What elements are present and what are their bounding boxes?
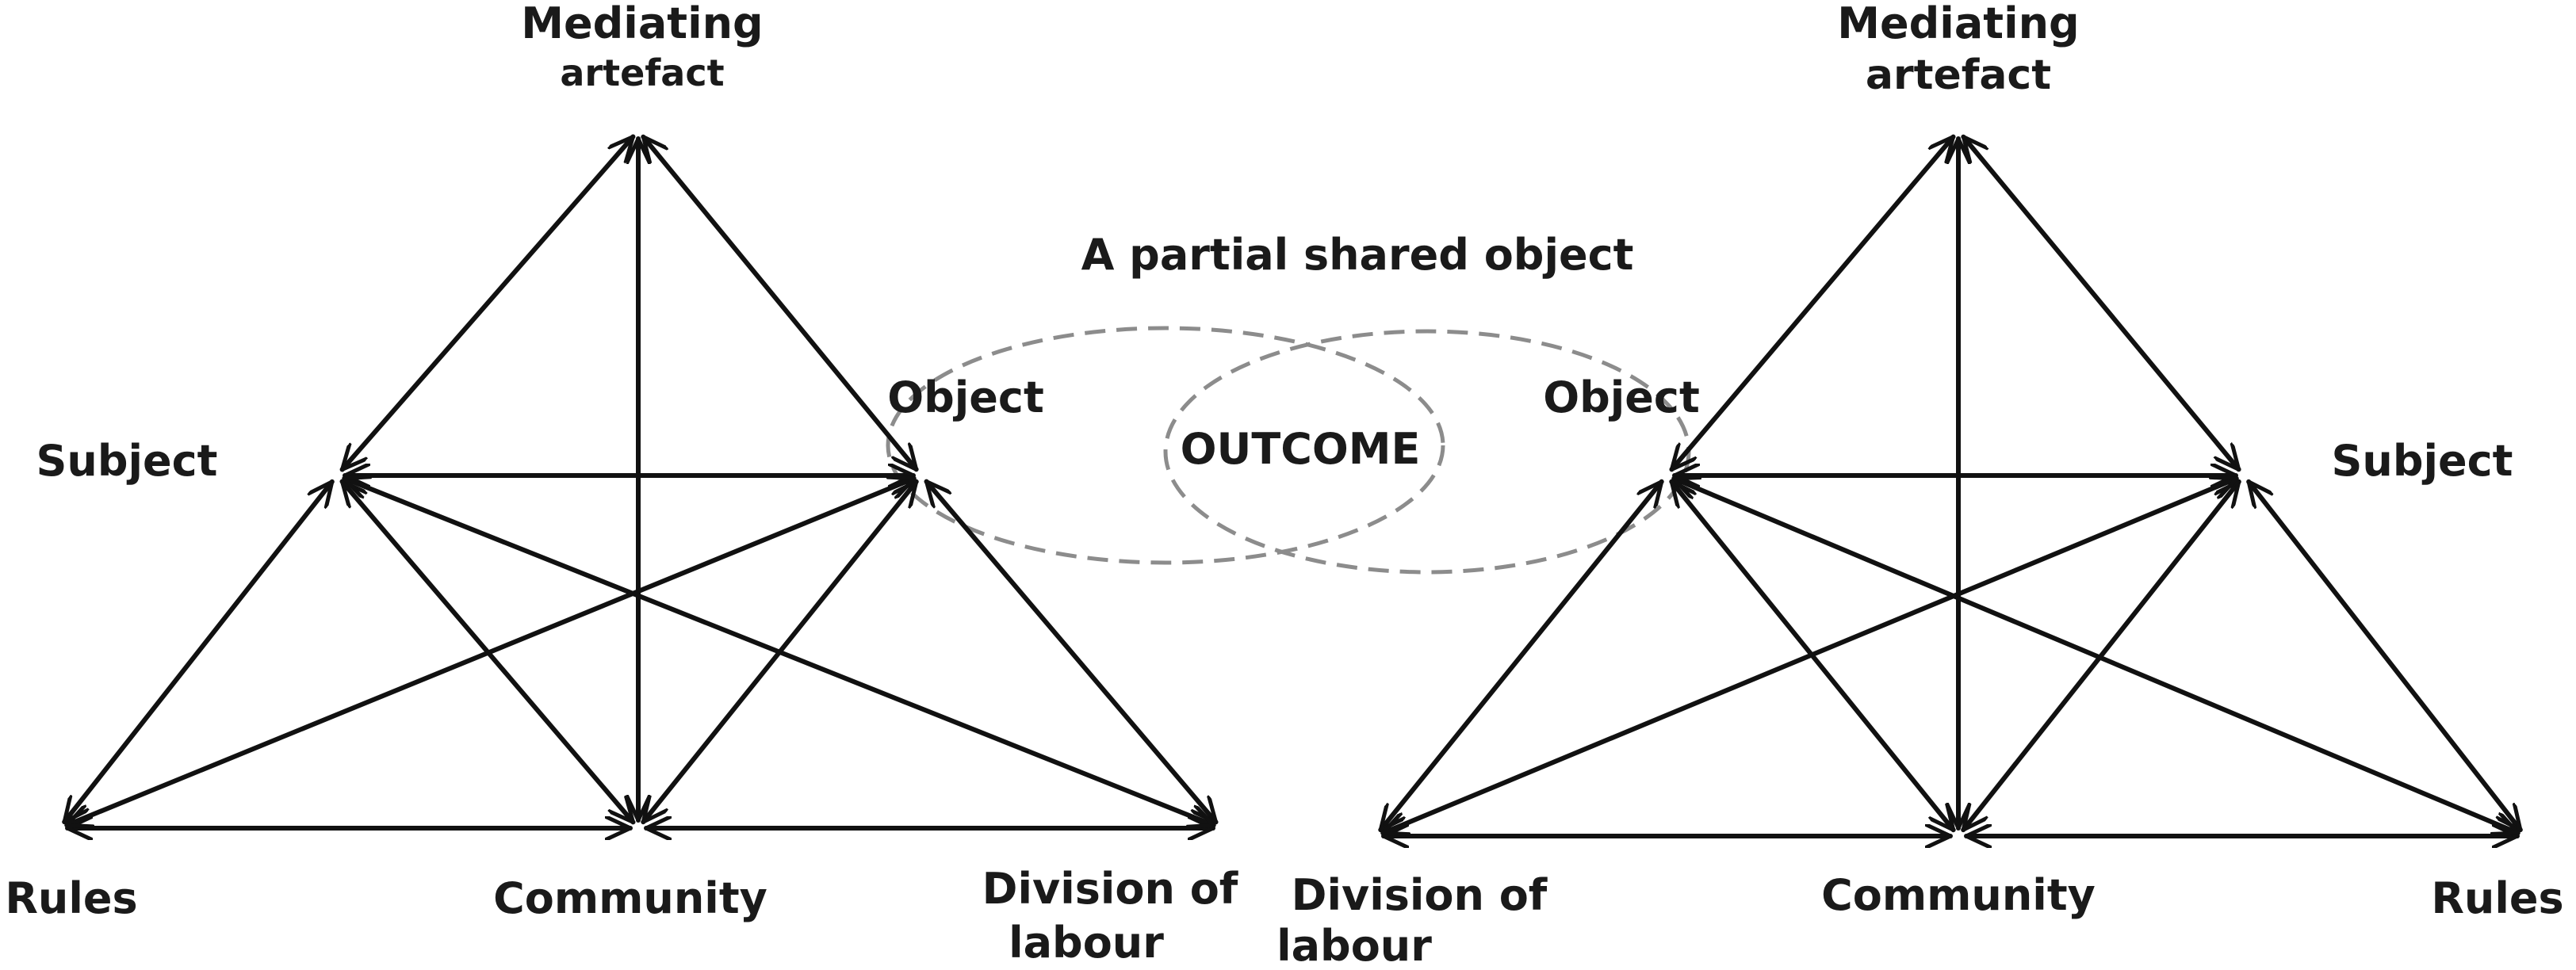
left-division-of-labour-label-line1: Division of xyxy=(982,864,1238,914)
left-edge-right-bl xyxy=(67,479,913,825)
left-edge-top-right xyxy=(643,137,916,470)
left-rules-label: Rules xyxy=(5,873,137,923)
right-division-of-labour-label-line2: labour xyxy=(1277,921,1432,970)
left-mediating-artefact-label-line1: Mediating xyxy=(521,0,763,48)
left-mediating-artefact-label-line2: artefact xyxy=(560,52,724,94)
right-edge-left-br xyxy=(1674,479,2518,833)
outcome-label: OUTCOME xyxy=(1181,424,1421,474)
right-mediating-artefact-label-line1: Mediating xyxy=(1837,0,2079,48)
left-activity-system-labels: Mediating artefact Subject Object Rules … xyxy=(5,0,1238,968)
left-edge-left-br xyxy=(344,479,1213,826)
right-subject-label: Subject xyxy=(2332,436,2513,486)
right-activity-system-edges xyxy=(1380,137,2520,836)
shared-object-title: A partial shared object xyxy=(1081,230,1634,280)
right-edge-right-bl xyxy=(1383,479,2237,833)
right-edge-top-right xyxy=(1963,137,2238,470)
right-mediating-artefact-label-line2: artefact xyxy=(1866,52,2051,99)
right-edge-top-left xyxy=(1671,137,1953,470)
left-edge-top-left xyxy=(343,137,633,470)
left-edge-right-br xyxy=(926,482,1215,823)
right-community-label: Community xyxy=(1821,870,2096,920)
left-activity-system-edges xyxy=(64,137,1215,828)
left-community-label: Community xyxy=(493,873,767,923)
left-object-label: Object xyxy=(887,372,1044,422)
right-activity-system-labels: Mediating artefact Object Subject Divisi… xyxy=(1277,0,2564,970)
left-division-of-labour-label-line2: labour xyxy=(1009,918,1164,968)
left-subject-label: Subject xyxy=(36,436,218,486)
right-rules-label: Rules xyxy=(2431,873,2563,923)
right-object-label: Object xyxy=(1543,372,1700,422)
right-division-of-labour-label-line1: Division of xyxy=(1292,870,1548,920)
